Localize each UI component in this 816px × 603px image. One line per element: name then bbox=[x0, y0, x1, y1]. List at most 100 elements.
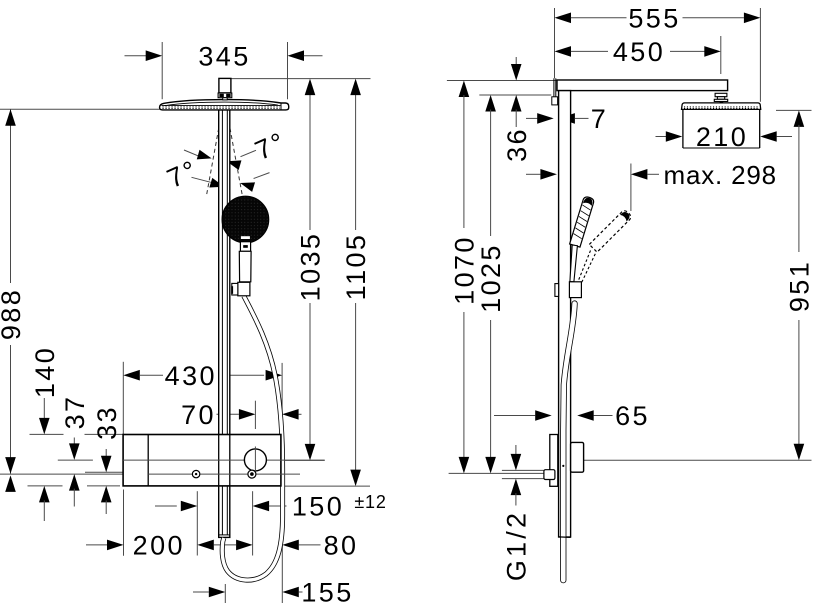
dim-1105-arrow-top bbox=[350, 78, 361, 96]
dim-33-arrow-bottom bbox=[100, 485, 112, 503]
dim-36: 36 bbox=[502, 57, 532, 162]
holder-knob-wall-side bbox=[554, 283, 560, 297]
handshower-head-notch bbox=[240, 236, 250, 239]
dim-210: 210 bbox=[655, 122, 792, 152]
dim-988-arrow-below bbox=[5, 475, 16, 492]
dim-1025-arrow-top bbox=[485, 95, 496, 112]
dim-155-arrow-right bbox=[282, 586, 299, 598]
leader-7deg-upper-left bbox=[183, 149, 199, 157]
front-trim bbox=[122, 433, 325, 487]
dim-951-arrow-top bbox=[793, 110, 805, 127]
handshower-hatch-2 bbox=[578, 216, 588, 222]
handshower-dashed-handle-b bbox=[580, 253, 596, 284]
dim-70: 70 bbox=[181, 400, 302, 430]
handshower-hatch-1 bbox=[580, 210, 589, 217]
dim-200-arrow-right bbox=[197, 539, 214, 551]
trim-screw bbox=[191, 469, 201, 479]
dim-80: 80 bbox=[236, 531, 359, 561]
dim-140-arrow-top bbox=[38, 417, 50, 435]
dim-1025-arrow-bottom bbox=[485, 456, 496, 474]
overhead-shower-front bbox=[158, 98, 290, 111]
dim-1070: 1070 bbox=[450, 80, 480, 474]
dim-label-d450: 450 bbox=[613, 37, 665, 67]
dim-155-arrow-left bbox=[208, 586, 226, 598]
front-handshower bbox=[221, 195, 270, 297]
shower-arm-side bbox=[556, 79, 729, 92]
dim-label-d7: 7 bbox=[591, 104, 608, 134]
dim-430: 430 bbox=[123, 361, 283, 391]
dim-155: 155 bbox=[193, 578, 351, 603]
overhead-shower-front-inner bbox=[164, 101, 278, 107]
dim-max298-arrow-left bbox=[540, 169, 557, 180]
dim-80-arrow-right bbox=[282, 539, 299, 551]
dim-label-d150: 150 bbox=[292, 492, 344, 522]
dim-450: 450 bbox=[554, 37, 721, 67]
dim-1035: 1035 bbox=[296, 78, 326, 461]
dim-140: 140 bbox=[30, 346, 60, 521]
handshower-hatch-4 bbox=[575, 227, 584, 234]
front-view: 345 988 140 37 33 430 70 1035 1105 150 ±… bbox=[0, 41, 386, 603]
dim-988-arrow-top bbox=[5, 109, 16, 126]
wall-bracket-top bbox=[551, 96, 559, 106]
front-hose bbox=[219, 294, 286, 583]
dim-label-d80: 80 bbox=[324, 531, 359, 561]
dim-1035-arrow-top bbox=[304, 78, 316, 96]
dim-label-d1035: 1035 bbox=[296, 232, 326, 302]
dim-1105-arrow-bottom bbox=[350, 469, 361, 487]
connector-neck bbox=[222, 97, 228, 101]
dim-1035-arrow-bottom bbox=[304, 443, 316, 461]
dim-200-arrow-left bbox=[107, 539, 124, 551]
dim-label-d555: 555 bbox=[628, 3, 680, 33]
angle-arrow-lower-right bbox=[240, 182, 256, 192]
dim-70-arrow-right bbox=[282, 409, 299, 420]
dim-label-d951: 951 bbox=[785, 260, 815, 312]
handshower-hatch-0 bbox=[582, 204, 591, 211]
dim-951: 951 bbox=[785, 110, 815, 461]
handshower-side-solid bbox=[568, 196, 595, 248]
dim-150: 150 ±12 bbox=[155, 492, 386, 522]
dim-7-arrow-left bbox=[537, 113, 554, 124]
dim-label-d37: 37 bbox=[60, 395, 90, 430]
dim-g12-arrow-top bbox=[510, 453, 522, 471]
side-hose bbox=[558, 300, 578, 584]
leader-7deg-lower-right bbox=[253, 172, 270, 179]
handshower-dashed-tip bbox=[620, 211, 630, 222]
hose-inner bbox=[220, 295, 285, 582]
dim-65-arrow-left bbox=[535, 410, 552, 421]
g12-nipple bbox=[543, 469, 556, 481]
dim-label-d33: 33 bbox=[92, 405, 122, 440]
side-view: 555 450 7 36 1070 1025 210 max. 298 951 … bbox=[446, 3, 815, 584]
handshower-dashed-handle-a bbox=[577, 250, 592, 283]
dim-1105: 1105 bbox=[341, 78, 371, 487]
dim-label-d70: 70 bbox=[181, 400, 216, 430]
dim-33: 33 bbox=[92, 405, 122, 514]
wall-plate-bottom bbox=[549, 433, 559, 487]
connector-flange-dark-right bbox=[226, 93, 231, 97]
dim-g12-arrow-bottom bbox=[510, 478, 522, 496]
dim-label-d36: 36 bbox=[502, 127, 532, 162]
dim-max298-arrow-right bbox=[630, 169, 648, 180]
side-extension-lines bbox=[446, 8, 812, 480]
handshower-head-front bbox=[221, 195, 270, 244]
dim-label-dg12: G1/2 bbox=[502, 510, 532, 581]
dim-210-arrow-left bbox=[665, 131, 683, 142]
handshower-solid-tip bbox=[583, 197, 593, 206]
dim-label-dmax298: max. 298 bbox=[664, 160, 777, 190]
dim-70-arrow-left bbox=[238, 409, 256, 420]
overhead-plate-side bbox=[680, 102, 762, 111]
dim-max298: max. 298 bbox=[526, 160, 777, 190]
dim-210-arrow-right bbox=[760, 131, 777, 142]
dim-988-arrow-bottom bbox=[5, 457, 16, 474]
dim-450-arrow-left bbox=[554, 46, 571, 57]
dim-37: 37 bbox=[60, 395, 90, 507]
side-handshower bbox=[568, 196, 632, 284]
head-connector-c bbox=[713, 98, 729, 103]
dim-33-arrow-top bbox=[100, 455, 112, 473]
side-holder bbox=[543, 281, 585, 487]
dim-1070-arrow-bottom bbox=[458, 456, 470, 474]
dim-200: 200 bbox=[86, 531, 236, 561]
dim-label-d1105: 1105 bbox=[341, 233, 371, 301]
handshower-hatch-3 bbox=[576, 221, 586, 228]
dim-36-arrow-top bbox=[510, 64, 522, 81]
dim-label-d430: 430 bbox=[165, 361, 217, 391]
